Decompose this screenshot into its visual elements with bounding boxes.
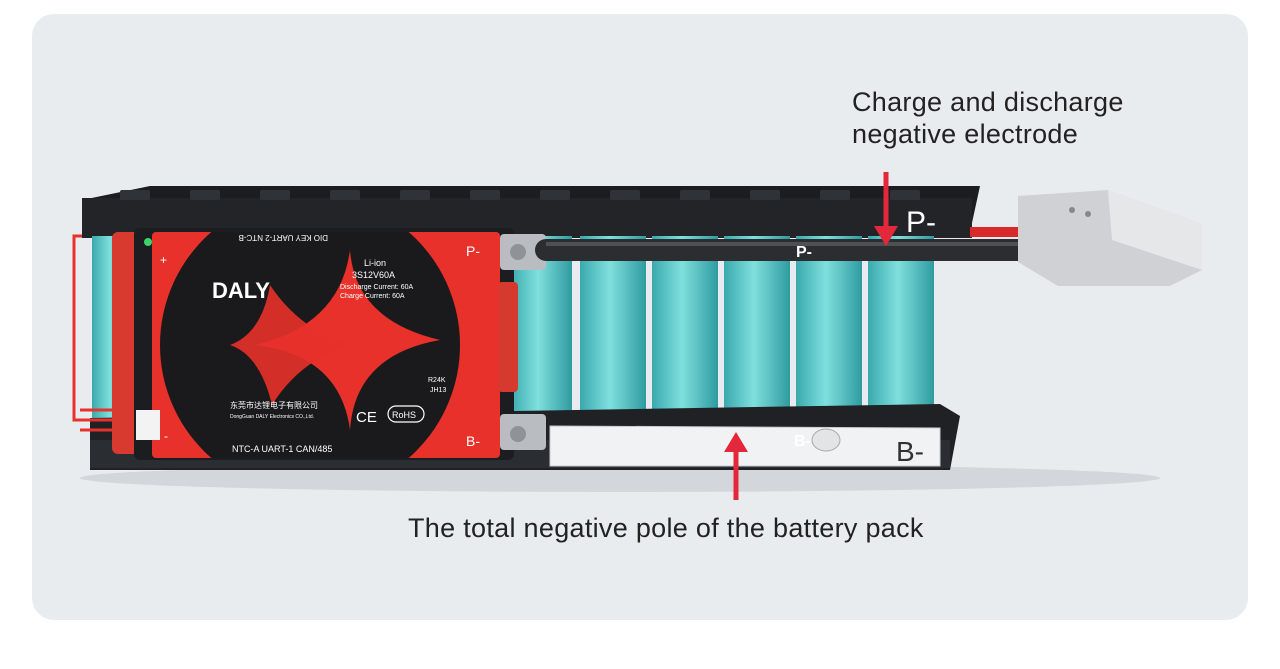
anderson-connector xyxy=(1018,190,1202,286)
bms-rohs: RoHS xyxy=(392,410,416,420)
p-minus-wire xyxy=(500,227,1071,270)
bms-p-minus: P- xyxy=(466,243,480,259)
p-wire-label: P- xyxy=(796,244,812,261)
bms-model: 3S12V60A xyxy=(352,270,395,280)
bms-ce-mark: CE xyxy=(356,409,377,426)
bms-ports-bottom: NTC-A UART-1 CAN/485 xyxy=(232,444,332,454)
bms-brand: DALY xyxy=(212,278,270,303)
bms-code1: R24K xyxy=(428,377,446,384)
bms-rohs-badge xyxy=(387,405,425,423)
callout-top-line1: Charge and discharge xyxy=(852,87,1124,117)
bms-board xyxy=(112,228,518,460)
bms-code2: JH13 xyxy=(430,387,446,394)
bms-spec-discharge: Discharge Current: 60A xyxy=(340,284,413,291)
bms-plus: + xyxy=(160,253,167,267)
bms-chem: Li-ion xyxy=(364,258,386,268)
bms-company-cn: 东莞市达锂电子有限公司 xyxy=(230,400,318,410)
bms-b-minus: B- xyxy=(466,433,480,449)
arrow-b-minus xyxy=(724,432,748,500)
callout-charge-discharge: Charge and discharge negative electrode xyxy=(852,86,1124,150)
b-wire-label: B- xyxy=(794,433,811,450)
bms-company-en: DongGuan DALY Electronics CO.,Ltd. xyxy=(230,414,314,420)
bms-minus: - xyxy=(164,429,168,443)
pack-shadow xyxy=(80,464,1160,492)
callout-total-negative: The total negative pole of the battery p… xyxy=(408,513,924,543)
p-big-label: P- xyxy=(906,206,936,239)
callout-top-line2: negative electrode xyxy=(852,119,1079,149)
b-big-label: B- xyxy=(896,436,924,467)
bms-ports-top: DIO KEY UART-2 NTC-B xyxy=(239,233,329,242)
bms-spec-charge: Charge Current: 60A xyxy=(340,293,405,300)
arrow-p-minus xyxy=(874,172,898,246)
b-minus-wire xyxy=(500,414,841,452)
